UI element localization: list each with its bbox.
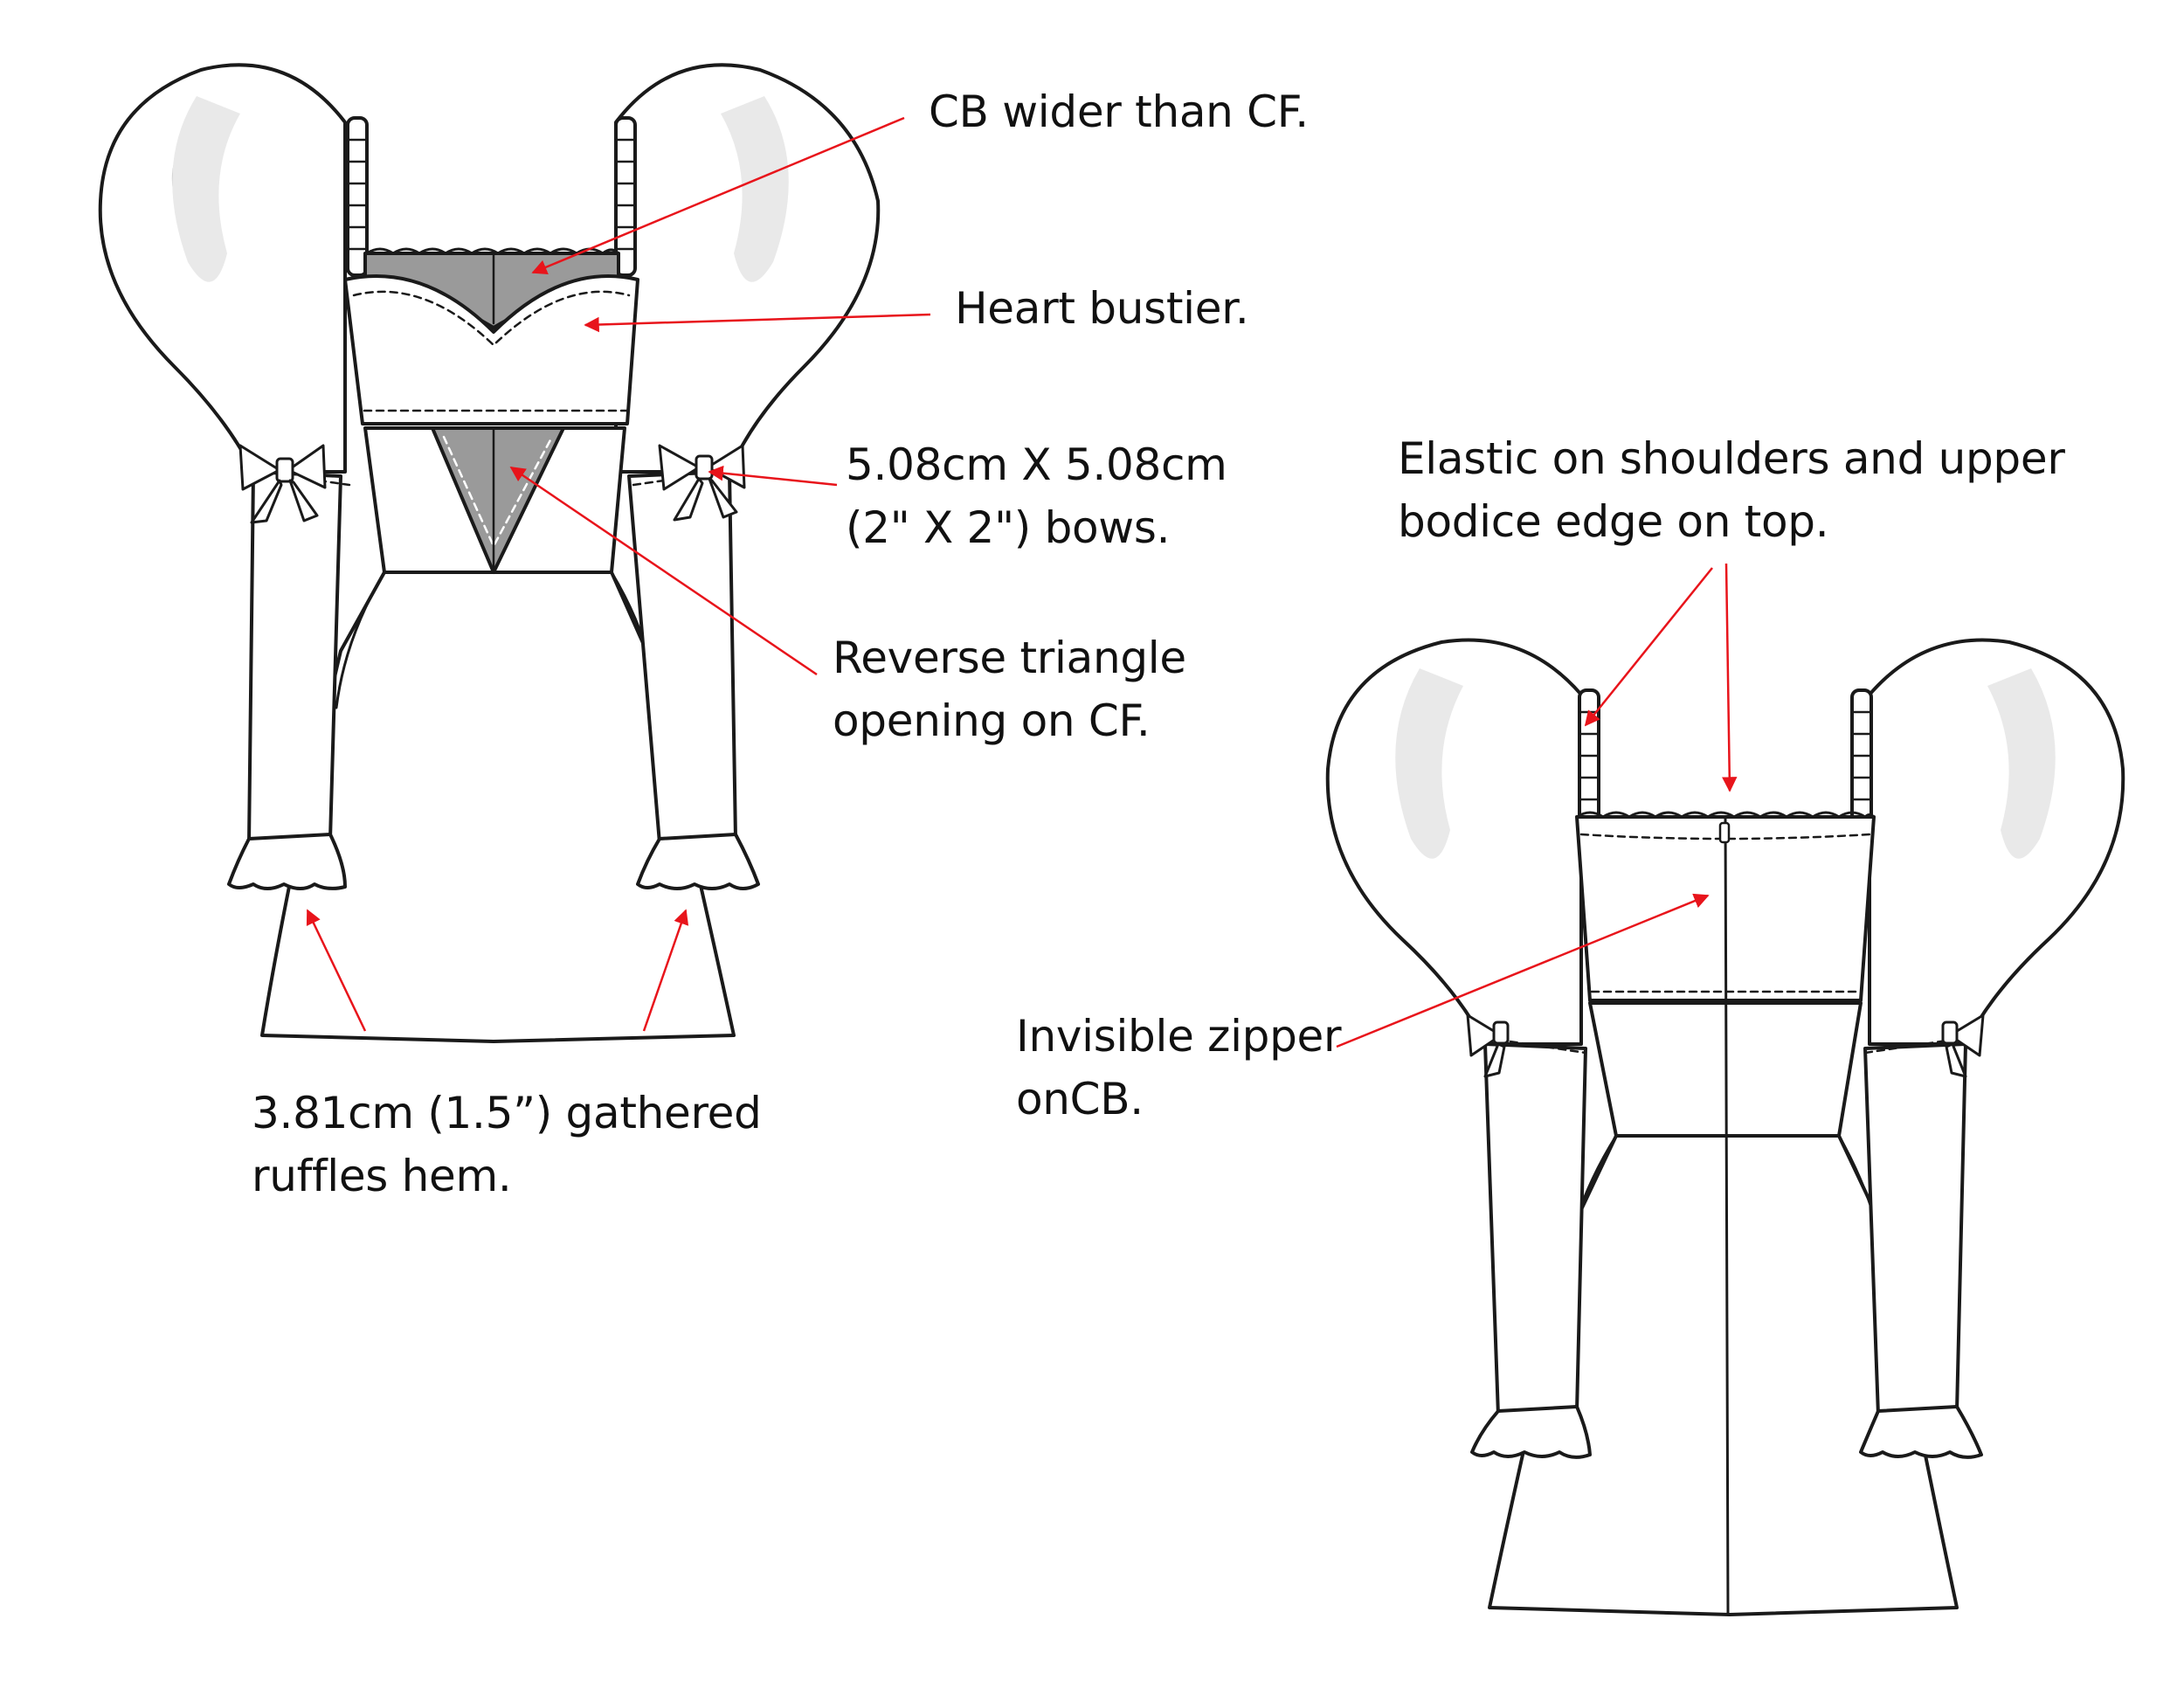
arrow-elastic-strap — [1584, 567, 1713, 727]
front-view-dress — [98, 63, 881, 1043]
label-bows-line1: 5.08cm X 5.08cm — [846, 439, 1227, 490]
label-cb-wider: CB wider than CF. — [929, 80, 1309, 143]
back-right-cuff-ruffle — [1859, 1405, 1983, 1459]
front-left-strap — [346, 116, 369, 277]
label-reverse-triangle: Reverse triangle opening on CF. — [833, 626, 1186, 752]
back-left-cuff-ruffle — [1470, 1405, 1592, 1459]
label-elastic-line2: bodice edge on top. — [1398, 496, 1829, 547]
label-bows: 5.08cm X 5.08cm (2" X 2") bows. — [846, 433, 1227, 559]
front-right-cuff-ruffle — [636, 833, 760, 890]
label-triangle-line1: Reverse triangle — [833, 633, 1186, 683]
front-right-strap — [614, 116, 637, 277]
arrow-ruffle-left — [306, 909, 367, 1032]
arrow-elastic-edge — [1722, 563, 1738, 792]
back-right-bow-icon — [1941, 1013, 1985, 1078]
label-zipper-line2: onCB. — [1016, 1074, 1144, 1124]
arrow-ruffle-right — [642, 909, 689, 1032]
back-invisible-zipper — [1724, 815, 1730, 1616]
label-ruffles-hem: 3.81cm (1.5”) gathered ruffles hem. — [252, 1082, 762, 1207]
arrow-heart-bustier — [584, 313, 931, 333]
back-right-lower-sleeve — [1863, 1042, 1967, 1417]
label-ruffles-line1: 3.81cm (1.5”) gathered — [252, 1088, 762, 1138]
back-view-dress — [1325, 638, 2125, 1616]
label-elastic: Elastic on shoulders and upper bodice ed… — [1398, 427, 2065, 553]
arrow-cb-wider — [531, 116, 905, 275]
label-triangle-line2: opening on CF. — [833, 695, 1151, 746]
back-left-puff-sleeve — [1325, 638, 1583, 1046]
back-left-lower-sleeve — [1483, 1042, 1587, 1417]
back-left-bow-icon — [1466, 1013, 1510, 1078]
label-elastic-line1: Elastic on shoulders and upper — [1398, 433, 2065, 484]
front-right-bow-icon — [658, 444, 746, 522]
label-heart-bustier-text: Heart bustier. — [955, 283, 1249, 334]
label-ruffles-line2: ruffles hem. — [252, 1151, 512, 1201]
annotation-arrows — [306, 116, 1738, 1048]
label-cb-wider-text: CB wider than CF. — [929, 86, 1309, 137]
arrow-zipper — [1336, 893, 1710, 1048]
front-left-lower-sleeve — [247, 470, 342, 845]
front-left-bow-icon — [238, 444, 327, 524]
back-right-puff-sleeve — [1868, 638, 2125, 1046]
arrow-bows — [708, 465, 838, 487]
zipper-pull-icon — [1718, 821, 1731, 844]
label-heart-bustier: Heart bustier. — [955, 277, 1249, 340]
front-left-puff-sleeve — [98, 63, 347, 474]
front-reverse-triangle — [431, 426, 565, 574]
label-zipper: Invisible zipper onCB. — [1016, 1005, 1342, 1131]
front-left-cuff-ruffle — [227, 833, 347, 890]
arrow-reverse-triangle — [509, 466, 818, 676]
label-bows-line2: (2" X 2") bows. — [846, 502, 1171, 553]
front-heart-bustier — [343, 274, 639, 425]
label-zipper-line1: Invisible zipper — [1016, 1011, 1342, 1062]
